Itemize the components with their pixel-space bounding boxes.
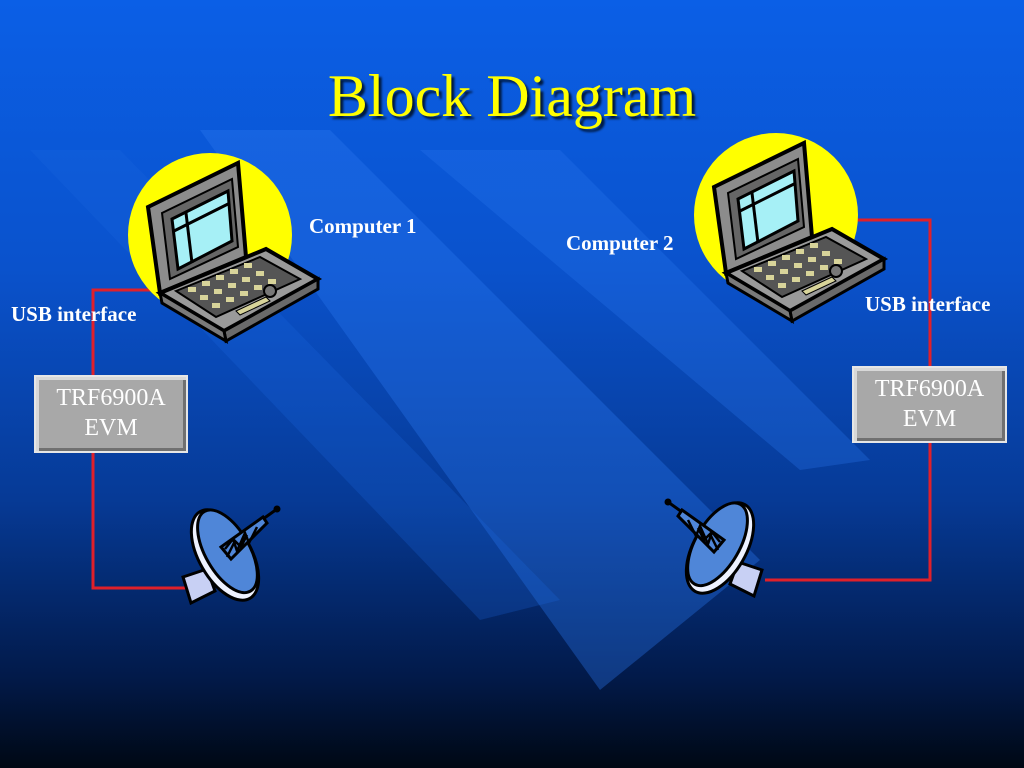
laptop-icon-computer-2	[692, 131, 886, 323]
computer-2-label: Computer 2	[566, 231, 674, 255]
page-title: Block Diagram	[327, 63, 697, 129]
evm-box-1-line2: EVM	[84, 415, 138, 441]
usb-interface-label-1: USB interface	[11, 302, 137, 326]
usb-interface-label-2: USB interface	[865, 292, 991, 316]
evm-box-1-line1: TRF6900A	[56, 385, 166, 411]
background-band	[200, 130, 760, 690]
antenna-dish-icon-1	[175, 497, 282, 613]
rf-link-1	[91, 452, 186, 590]
evm-box-2-line2: EVM	[902, 406, 957, 432]
background-band	[420, 150, 870, 470]
evm-box-2-line1: TRF6900A	[874, 376, 985, 402]
rf-link-2	[765, 442, 932, 582]
usb-link-1	[91, 288, 170, 376]
evm-box-1: TRF6900A EVM	[34, 375, 188, 453]
evm-box-2: TRF6900A EVM	[852, 366, 1007, 443]
computer-1-label: Computer 1	[309, 214, 417, 238]
